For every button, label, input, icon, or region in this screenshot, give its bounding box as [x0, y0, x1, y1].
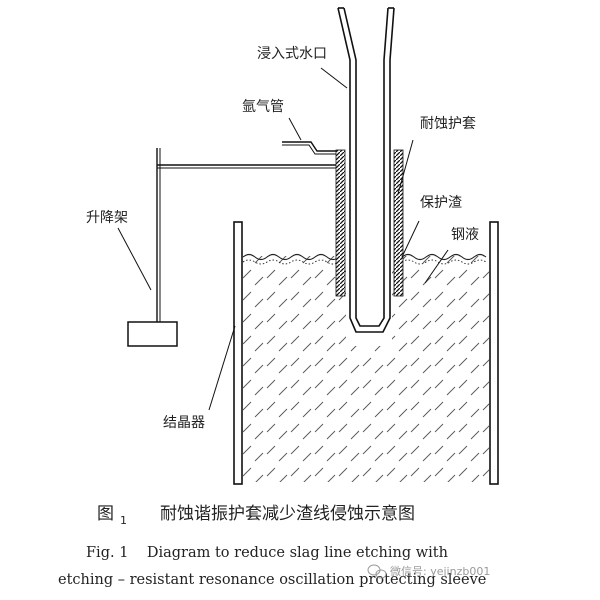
mold-right-wall [489, 221, 499, 485]
mold-left-wall [233, 221, 243, 485]
submerged-nozzle [337, 7, 395, 333]
label-steel: 钢液 [451, 227, 479, 243]
label-argon-pipe: 氩气管 [242, 99, 284, 115]
mold [233, 221, 499, 485]
leader-lines [117, 67, 449, 411]
argon-pipe [282, 141, 336, 152]
caption-cn-title: 耐蚀谐振护套减少渣线侵蚀示意图 [160, 504, 415, 524]
lift-frame [127, 148, 336, 347]
label-nozzle: 浸入式水口 [257, 46, 327, 62]
leader-mold [208, 325, 236, 411]
leader-argon [288, 117, 302, 141]
label-slag: 保护渣 [420, 195, 462, 211]
argon-pipe-inner [282, 144, 336, 155]
leader-steel [424, 249, 449, 284]
caption-en-line2: etching – resistant resonance oscillatio… [58, 572, 486, 588]
watermark-text: 微信号: yejinzb001 [390, 564, 490, 578]
label-mold: 结晶器 [163, 415, 205, 431]
leader-sleeve [397, 139, 414, 195]
caption-cn-number: 1 [120, 514, 127, 527]
caption-en-line1: Fig. 1 Diagram to reduce slag line etchi… [86, 545, 448, 561]
wechat-icon [367, 564, 387, 579]
label-sleeve: 耐蚀护套 [420, 116, 476, 132]
slag-layer [242, 253, 487, 265]
leader-slag [401, 220, 420, 258]
label-lift: 升降架 [86, 210, 128, 226]
sleeve-left [335, 149, 346, 297]
sleeve-right [393, 149, 404, 297]
caption-cn-prefix: 图 [97, 504, 114, 524]
sleeve [335, 149, 404, 297]
leader-nozzle [320, 67, 348, 89]
lift-weight [127, 321, 178, 347]
leader-lift [117, 227, 152, 291]
